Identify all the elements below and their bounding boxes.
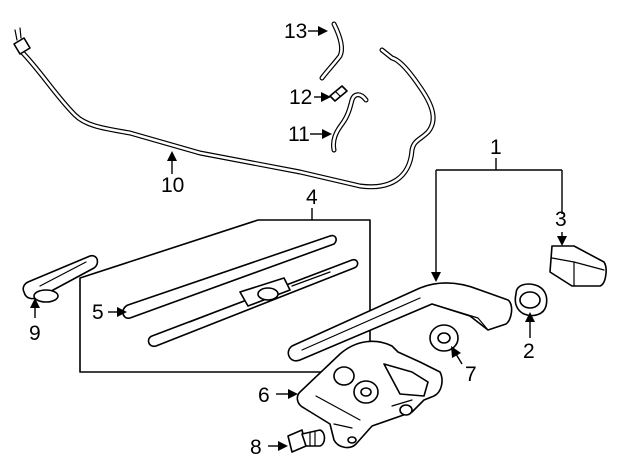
- callout-10: 10: [161, 174, 184, 197]
- callout-3: 3: [555, 208, 567, 231]
- callout-12: 12: [289, 86, 312, 109]
- hose-section-icon: [319, 21, 345, 81]
- callout-6: 6: [258, 384, 270, 407]
- bolt-icon: [287, 429, 326, 453]
- callout-2: 2: [523, 340, 535, 363]
- wiper-blade-assembly-icon: [79, 219, 371, 373]
- arm-cover-cap-icon: [549, 245, 607, 287]
- callout-11: 11: [288, 123, 310, 146]
- callout-9: 9: [29, 322, 41, 345]
- hose-connector-icon: [331, 92, 369, 153]
- callout-13: 13: [284, 20, 307, 43]
- callout-8: 8: [250, 436, 262, 459]
- callout-4: 4: [306, 186, 318, 209]
- washer-nozzle-icon: [22, 254, 99, 303]
- grommet-icon: [429, 324, 459, 352]
- wiper-motor-icon: [296, 340, 443, 449]
- hose-fitting-icon: [329, 85, 348, 102]
- arm-nut-cap-icon: [514, 283, 548, 317]
- callout-7: 7: [465, 363, 477, 386]
- callout-1: 1: [490, 136, 502, 159]
- callout-5: 5: [92, 301, 104, 324]
- washer-hose-icon: [13, 27, 436, 190]
- wiper-arm-assembly-icon: [287, 282, 513, 362]
